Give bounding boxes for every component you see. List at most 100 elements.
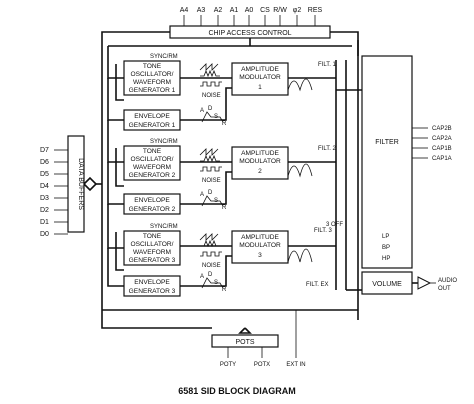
filter-label: FILTER xyxy=(375,139,399,146)
pin-d6: D6 xyxy=(40,159,49,166)
voice-3-adsr-s: S xyxy=(214,280,218,286)
voice-2-triangle-wave-icon xyxy=(200,154,220,163)
voice-2-adsr-icon xyxy=(201,195,224,207)
pin-phi2: φ2 xyxy=(293,7,302,14)
filter-routing xyxy=(318,60,362,291)
pin-d2: D2 xyxy=(40,207,49,214)
voice-2: SYNC/RM TONE OSCILLATOR/ WAVEFORM GENERA… xyxy=(123,139,337,215)
voice-1-amp-box xyxy=(231,62,289,96)
voice-3-env-l2: GENERATOR 3 xyxy=(129,288,176,295)
voice-3-output-waveform xyxy=(287,248,313,263)
filter-out-lp: LP xyxy=(382,234,389,240)
pin-d5: D5 xyxy=(40,171,49,178)
data-buffers-arrow xyxy=(83,176,98,192)
chip-pins: A4 A3 A2 A1 A0 CS R/W φ2 RES xyxy=(180,7,323,26)
voice-1-output-waveform xyxy=(287,78,313,92)
voice-2-adsr-s: S xyxy=(214,198,218,204)
pin-cap2b: CAP2B xyxy=(432,126,452,132)
voice-2-saw-wave-icon xyxy=(199,148,219,156)
audio-out-label-2: OUT xyxy=(438,286,451,292)
voice-3-amp-box xyxy=(231,230,289,264)
voice-2-pulse-wave-icon xyxy=(200,166,222,172)
voice-3-tone-box xyxy=(123,230,181,266)
audio-out-amp-icon xyxy=(417,276,432,290)
pin-a0: A0 xyxy=(245,7,254,14)
voice-3-tone-l4: GENERATOR 3 xyxy=(129,257,176,264)
audio-out-label-1: AUDIO xyxy=(438,278,457,284)
voice-3-adsr-icon xyxy=(201,277,224,289)
voice-1-env-l2: GENERATOR 1 xyxy=(129,122,176,129)
cap-pins: CAP2B CAP2A CAP1B CAP1A xyxy=(412,126,452,162)
voice-1-env-l1: ENVELOPE xyxy=(134,113,170,120)
voice-2-tone-l2: OSCILLATOR/ xyxy=(131,156,174,163)
voice-2-noise: NOISE xyxy=(202,178,221,184)
voice-2-output-waveform xyxy=(287,163,313,178)
voice-3-sync: SYNC/RM xyxy=(150,224,178,230)
internal-bus xyxy=(101,31,359,329)
voice-2-amp-box xyxy=(231,146,289,180)
voice-2-adsr-a: A xyxy=(200,192,204,198)
pots-label: POTS xyxy=(235,339,254,346)
filt-ex-label: FILT. EX xyxy=(306,282,329,288)
voice-1-tone-l4: GENERATOR 1 xyxy=(129,87,176,94)
pin-cap1a: CAP1A xyxy=(432,156,452,162)
pin-cap1b: CAP1B xyxy=(432,146,452,152)
voice-1-sync: SYNC/RM xyxy=(150,54,178,60)
voice-2-tone-l4: GENERATOR 2 xyxy=(129,172,176,179)
voice-1: SYNC/RM TONE OSCILLATOR/ WAVEFORM GENERA… xyxy=(123,54,337,131)
pots-arrow xyxy=(238,327,252,334)
voice-2-sync: SYNC/RM xyxy=(150,139,178,145)
voice-2-filt: FILT. 2 xyxy=(318,146,337,152)
voice-1-tone-l3: WAVEFORM xyxy=(133,79,171,86)
voice-3-amp-l3: 3 xyxy=(258,252,262,259)
voice-3-3-off: 3 OFF xyxy=(326,222,343,228)
pin-d0: D0 xyxy=(40,231,49,238)
voice-3-amp-l1: AMPLITUDE xyxy=(241,234,279,241)
voice-1-triangle-wave-icon xyxy=(200,69,220,78)
voice-3-filt: FILT. 3 xyxy=(314,228,333,234)
voice-1-adsr-icon xyxy=(201,111,224,123)
voice-1-noise: NOISE xyxy=(202,93,221,99)
voice-2-tone-l1: TONE xyxy=(143,148,162,155)
filter-box xyxy=(361,55,413,269)
voice-1-amp-l2: MODULATOR xyxy=(239,74,281,81)
voice-bus-links xyxy=(107,46,124,287)
pin-d4: D4 xyxy=(40,183,49,190)
voice-1-adsr-d: D xyxy=(208,106,213,112)
voice-3-adsr-d: D xyxy=(208,272,213,278)
pin-a3: A3 xyxy=(197,7,206,14)
voice-2-env-l1: ENVELOPE xyxy=(134,197,170,204)
pin-a2: A2 xyxy=(214,7,223,14)
pin-a4: A4 xyxy=(180,7,189,14)
voice-2-adsr-d: D xyxy=(208,190,213,196)
pin-poty: POTY xyxy=(220,362,236,368)
volume-label: VOLUME xyxy=(372,281,402,288)
data-pins: D7 D6 D5 D4 D3 D2 D1 D0 xyxy=(40,147,68,238)
voice-3-tone-l2: OSCILLATOR/ xyxy=(131,241,174,248)
voice-2-tone-l3: WAVEFORM xyxy=(133,164,171,171)
voice-1-adsr-a: A xyxy=(200,108,204,114)
pin-a1: A1 xyxy=(230,7,239,14)
voice-1-amp-l3: 1 xyxy=(258,84,262,91)
voice-1-tone-l2: OSCILLATOR/ xyxy=(131,71,174,78)
voice-3-tone-l1: TONE xyxy=(143,233,162,240)
pin-res: RES xyxy=(308,7,323,14)
voice-2-tone-box xyxy=(123,145,181,181)
voice-3: SYNC/RM TONE OSCILLATOR/ WAVEFORM GENERA… xyxy=(123,222,343,297)
pin-d3: D3 xyxy=(40,195,49,202)
pin-rw: R/W xyxy=(273,7,287,14)
voice-1-adsr-s: S xyxy=(214,114,218,120)
voice-3-adsr-a: A xyxy=(200,274,204,280)
voice-2-amp-l2: MODULATOR xyxy=(239,158,281,165)
voice-1-saw-wave-icon xyxy=(199,63,219,71)
pin-d7: D7 xyxy=(40,147,49,154)
filter-out-hp: HP xyxy=(382,256,390,262)
voice-3-pulse-wave-icon xyxy=(200,251,222,257)
voice-1-filt: FILT. 1 xyxy=(318,62,337,68)
diagram-title: 6581 SID BLOCK DIAGRAM xyxy=(178,386,296,396)
data-buffers-label: DATA BUFFERS xyxy=(77,158,84,210)
voice-3-saw-wave-icon xyxy=(199,233,219,241)
pin-potx: POTX xyxy=(254,362,270,368)
